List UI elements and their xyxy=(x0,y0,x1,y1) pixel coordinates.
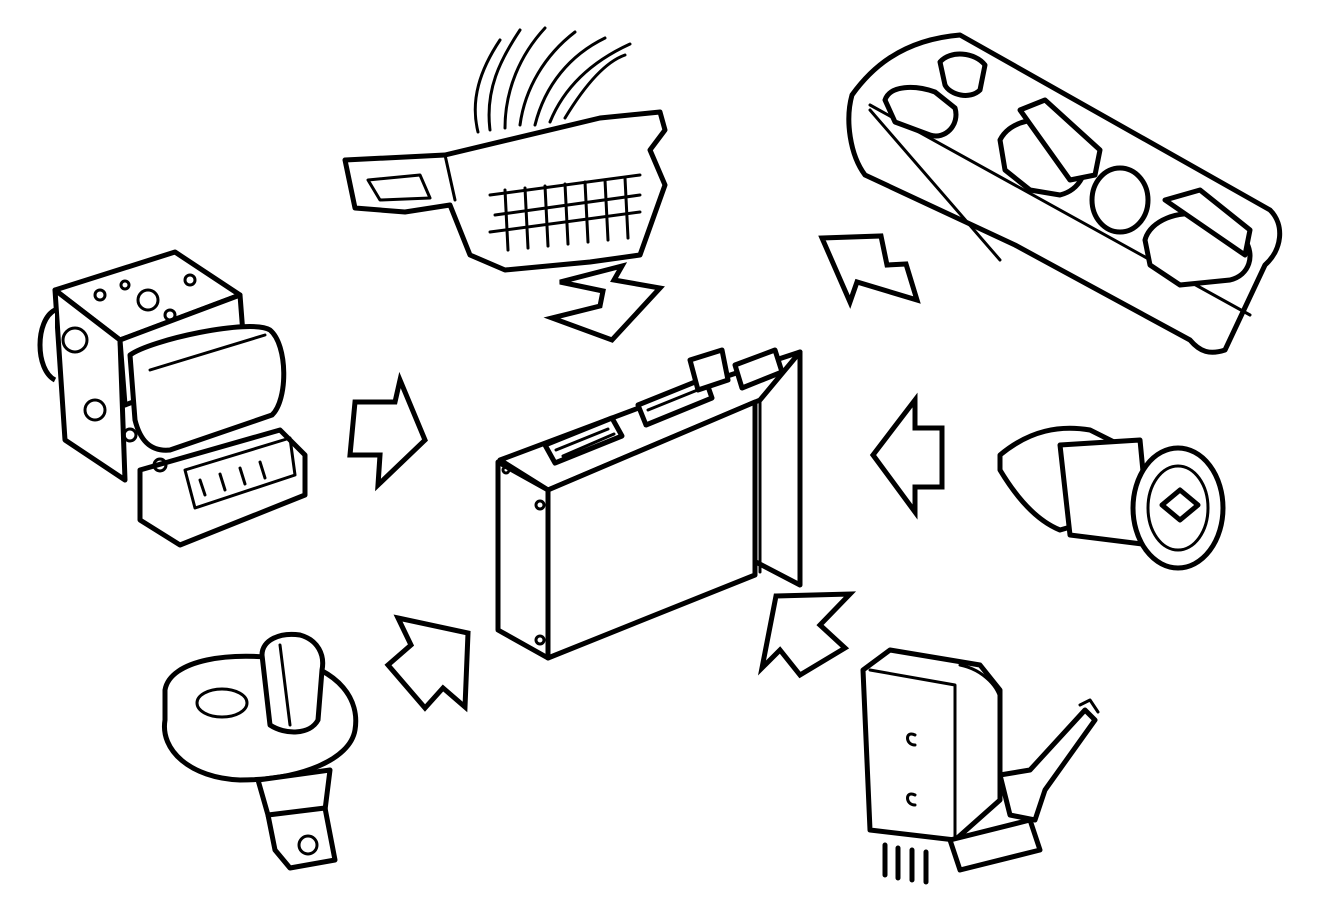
control-module-icon xyxy=(495,347,803,661)
arrow-from-window-switch xyxy=(818,233,921,309)
arrow-from-actuator xyxy=(757,591,857,679)
arrow-from-connector xyxy=(543,262,665,343)
arrow-from-abs xyxy=(347,371,428,492)
arrow-from-lamp-switch xyxy=(384,614,471,713)
arrow-from-door-switch xyxy=(869,392,945,520)
rotary-switch-icon xyxy=(161,631,359,871)
plunger-switch-icon xyxy=(997,425,1226,571)
abs-modulator-icon xyxy=(37,249,308,548)
actuator-icon xyxy=(860,647,1100,885)
obd-connector-icon xyxy=(342,26,668,273)
window-switch-icon xyxy=(846,32,1283,355)
